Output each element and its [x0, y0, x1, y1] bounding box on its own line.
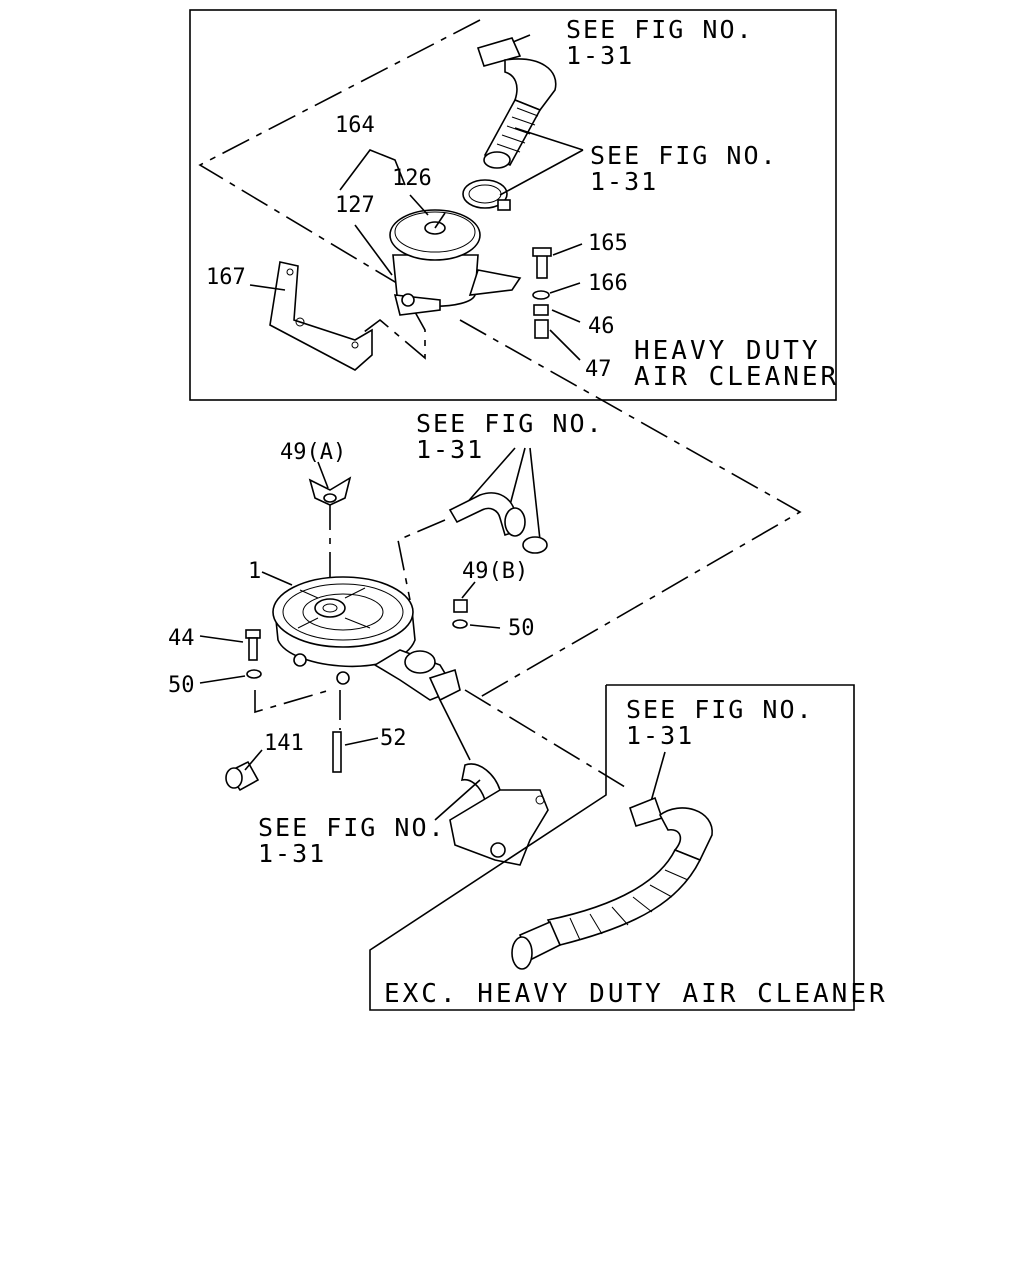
ref-a-line2: 1-31	[566, 41, 634, 70]
ref-d-line1: SEE FIG NO.	[258, 813, 446, 842]
nut-46	[533, 304, 549, 316]
elbow-hose	[448, 492, 548, 554]
standard-assembly: SEE FIG NO. 1-31 49(A)	[168, 409, 631, 868]
label-47: 47	[585, 357, 612, 382]
hose-clamp	[462, 179, 511, 211]
label-127: 127	[335, 193, 375, 218]
nut-49b	[453, 599, 468, 613]
bush-141	[225, 760, 260, 792]
bolt-165	[532, 247, 552, 279]
ref-e-line2: 1-31	[626, 721, 694, 750]
washer-50b	[246, 669, 262, 679]
ref-b-line1: SEE FIG NO.	[590, 141, 778, 170]
label-50b: 50	[168, 673, 195, 698]
intake-hose-standard	[511, 796, 713, 970]
heavy-duty-caption-line2: AIR CLEANER	[634, 362, 839, 392]
label-49b: 49(B)	[462, 559, 528, 584]
ref-c-line2: 1-31	[416, 435, 484, 464]
ref-b-line2: 1-31	[590, 167, 658, 196]
bolt-44	[245, 629, 261, 661]
heavy-duty-air-cleaner	[389, 209, 522, 316]
stud-52	[332, 731, 342, 773]
label-1: 1	[248, 559, 261, 584]
lower-hose-bracket	[439, 699, 549, 866]
label-44: 44	[168, 626, 195, 651]
exc-caption: EXC. HEAVY DUTY AIR CLEANER	[384, 979, 888, 1009]
label-52: 52	[380, 726, 407, 751]
bracket-167	[269, 261, 373, 371]
washer-166	[532, 290, 550, 300]
ref-e-line1: SEE FIG NO.	[626, 695, 814, 724]
washer-50a	[452, 619, 468, 629]
label-166: 166	[588, 271, 628, 296]
intake-hose-heavy	[476, 37, 557, 169]
label-46: 46	[588, 314, 615, 339]
bush-47	[534, 319, 549, 339]
heavy-duty-caption-line1: HEAVY DUTY	[634, 336, 821, 366]
ref-d-line2: 1-31	[258, 839, 326, 868]
ref-a-line1: SEE FIG NO.	[566, 15, 754, 44]
label-164: 164	[335, 113, 375, 138]
exc-heavy-duty-box: SEE FIG NO. 1-31 EXC. HEAVY DUTY AIR CLE…	[369, 684, 888, 1011]
air-cleaner-1	[272, 576, 461, 702]
label-50a: 50	[508, 616, 535, 641]
wing-nut-49a	[308, 476, 352, 506]
heavy-duty-box: SEE FIG NO. 1-31 SEE FIG NO. 1-31 164 12…	[189, 9, 839, 701]
label-141: 141	[264, 731, 304, 756]
label-126: 126	[392, 166, 432, 191]
label-49a: 49(A)	[280, 440, 346, 465]
label-165: 165	[588, 231, 628, 256]
label-167: 167	[206, 265, 246, 290]
ref-c-line1: SEE FIG NO.	[416, 409, 604, 438]
